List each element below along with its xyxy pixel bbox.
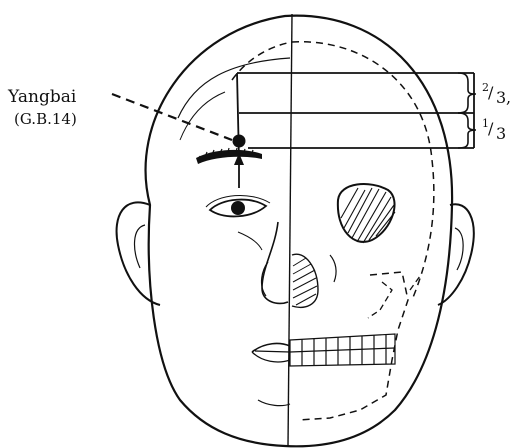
eye-socket <box>338 184 395 243</box>
acupoint-name: Yangbai <box>7 87 77 107</box>
left-eye <box>206 195 270 216</box>
midline <box>288 14 292 446</box>
svg-text:,: , <box>506 88 511 107</box>
acupoint-code: (G.B.14) <box>14 110 77 128</box>
skull-outline <box>232 42 434 300</box>
svg-text:3: 3 <box>496 88 506 107</box>
leader-line <box>112 94 232 140</box>
left-ear <box>117 202 160 305</box>
upper-fraction: 2 / 3 , <box>482 81 511 107</box>
svg-text:/: / <box>488 83 494 102</box>
nasal-cavity <box>292 254 318 307</box>
head-outline <box>146 16 453 447</box>
mouth <box>252 344 290 362</box>
nose <box>262 222 288 303</box>
svg-text:3: 3 <box>496 124 506 143</box>
svg-text:/: / <box>488 119 494 138</box>
lower-fraction: 1 / 3 <box>482 117 506 143</box>
acupoint-dot <box>233 135 246 148</box>
measure-arrow <box>234 153 244 188</box>
hairline <box>178 58 290 118</box>
teeth <box>290 334 395 366</box>
